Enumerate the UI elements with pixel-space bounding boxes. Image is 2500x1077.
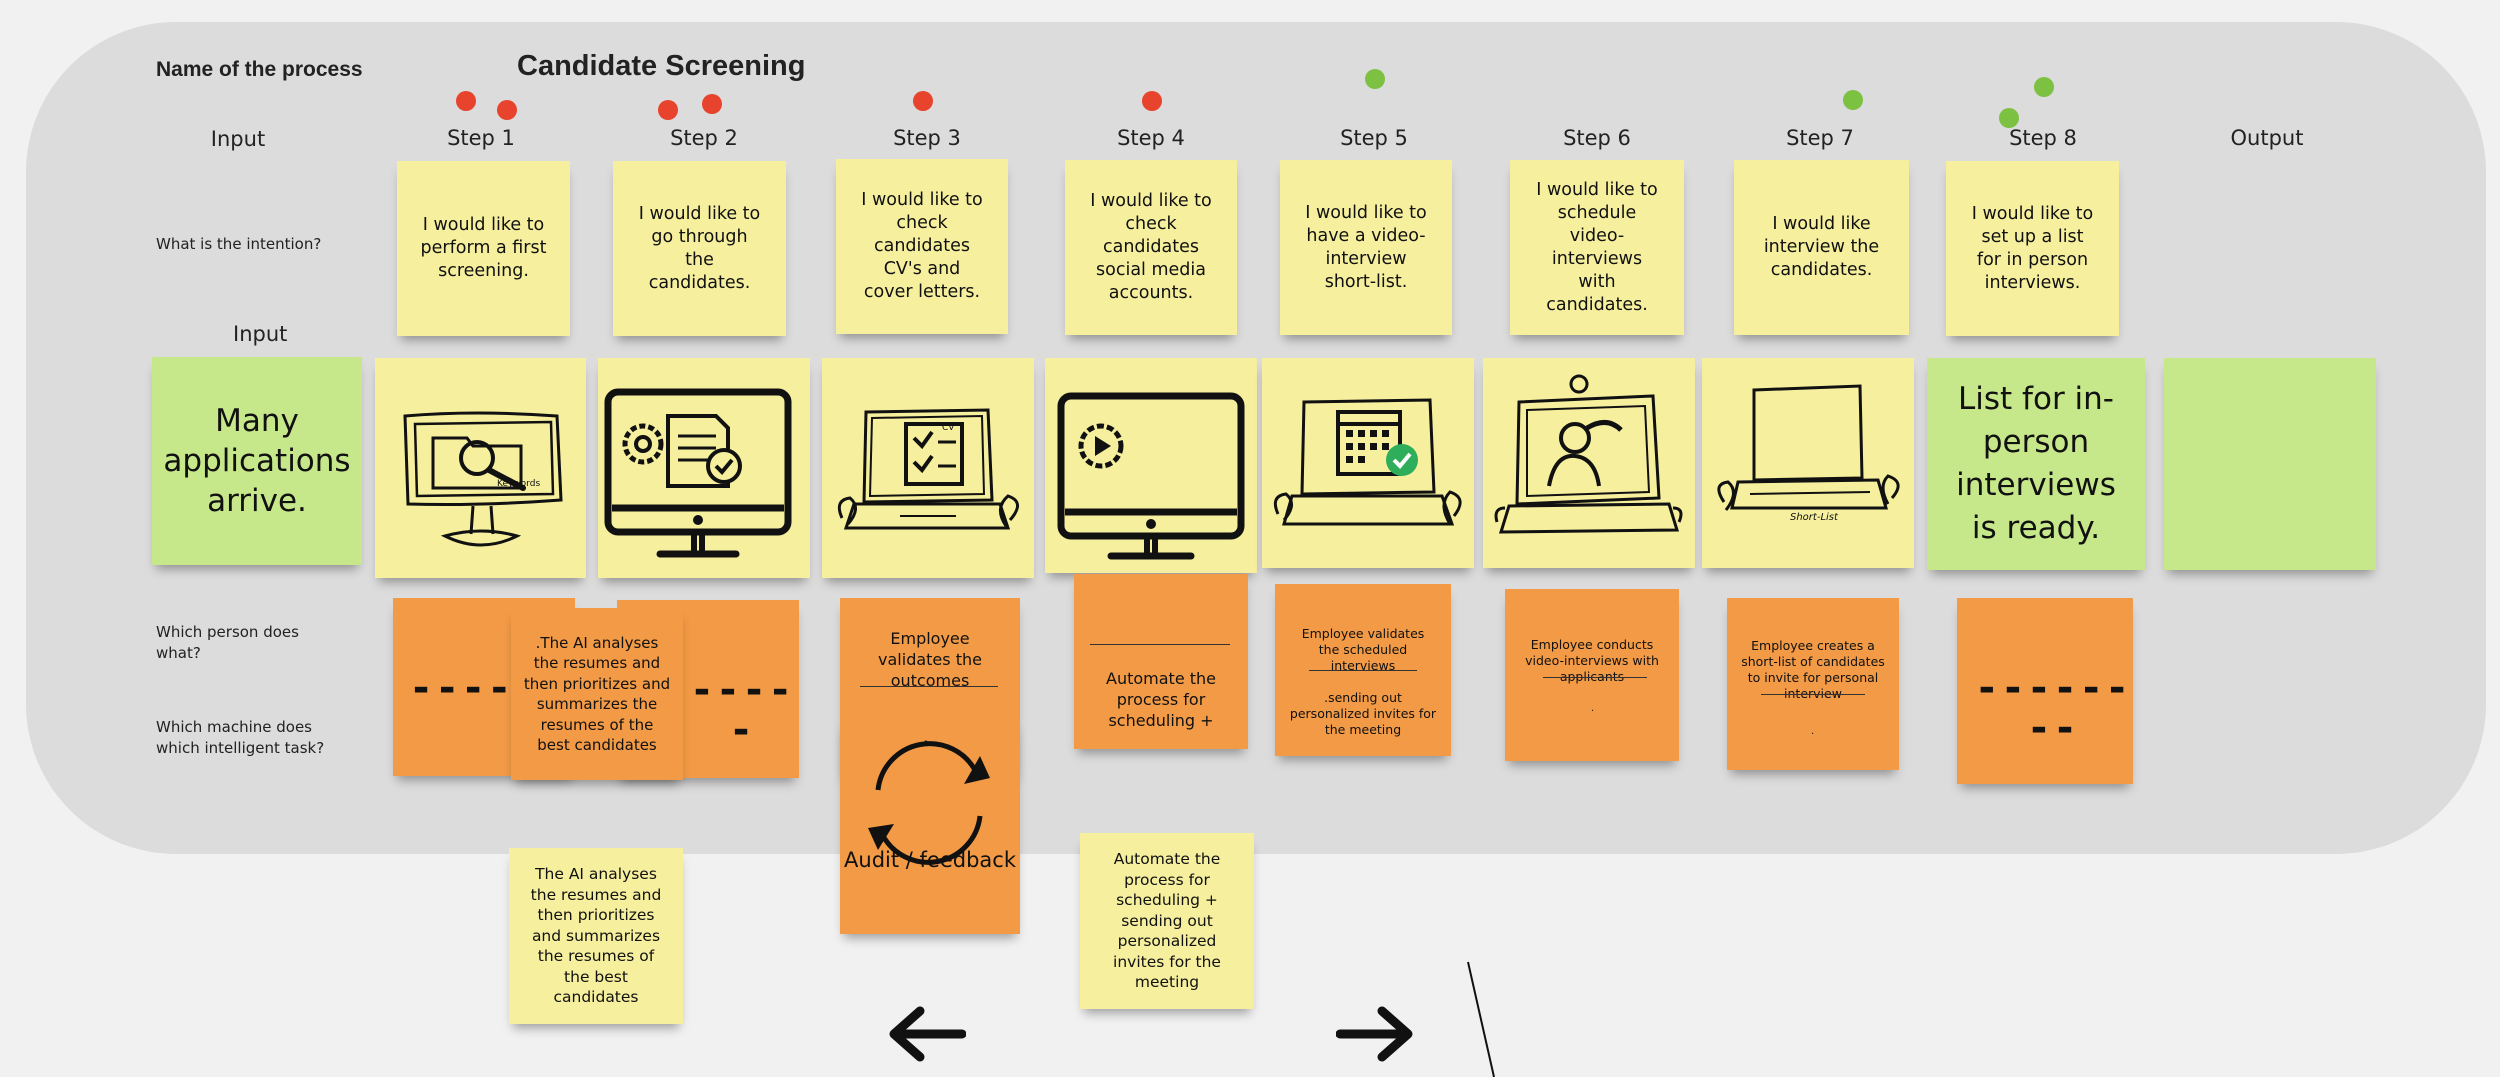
column-header-step-3: Step 3 — [893, 126, 961, 150]
task-note-step-8-dashes[interactable]: -------- — [1957, 598, 2133, 784]
column-header-step-4: Step 4 — [1117, 126, 1185, 150]
status-dot-green[interactable] — [2034, 77, 2054, 97]
intention-note-step-8[interactable]: I would like to set up a list for in per… — [1946, 161, 2119, 336]
status-dot-red[interactable] — [913, 91, 933, 111]
automate-note-below[interactable]: Automate the process for scheduling + se… — [1080, 833, 1254, 1009]
task-note-ai-analyse[interactable]: .The AI analyses the resumes and then pr… — [511, 608, 683, 780]
shortlist-text: Short-List — [1790, 512, 1839, 523]
status-dot-green[interactable] — [1843, 90, 1863, 110]
row-label-person: Which person does what? — [156, 623, 299, 662]
row-label-machine: Which machine does which intelligent tas… — [156, 718, 325, 757]
intention-note-step-2[interactable]: I would like to go through the candidate… — [613, 161, 786, 336]
column-header-step-1: Step 1 — [447, 126, 515, 150]
output-note[interactable] — [2164, 358, 2376, 570]
arrow-left-icon[interactable] — [886, 1003, 966, 1065]
input-note[interactable]: Many applications arrive. — [152, 357, 362, 565]
status-dot-green[interactable] — [1999, 108, 2019, 128]
sketch-note-step-4[interactable] — [1045, 358, 1257, 573]
arrow-right-icon[interactable] — [1336, 1003, 1416, 1065]
laptop-shortlist-sketch-icon: Short-List — [1717, 384, 1900, 523]
monitor-document-check-icon — [604, 388, 792, 558]
process-name-label: Name of the process — [156, 58, 363, 81]
sketch-note-step-5[interactable] — [1262, 358, 1474, 568]
ai-analyse-note-below[interactable]: The AI analyses the resumes and then pri… — [509, 848, 683, 1024]
monitor-video-icon — [1057, 392, 1245, 560]
sketch-note-step-2[interactable] — [598, 358, 810, 578]
column-header-step-7: Step 7 — [1786, 126, 1854, 150]
column-header-step-5: Step 5 — [1340, 126, 1408, 150]
column-header-step-6: Step 6 — [1563, 126, 1631, 150]
drawn-line — [1467, 961, 1495, 1077]
column-header-step-8: Step 8 — [2009, 126, 2077, 150]
sketch-note-step-6[interactable] — [1483, 358, 1695, 568]
row-label-input: Input — [233, 322, 288, 346]
task-note-step-6-conducts[interactable]: Employee conducts video-interviews with … — [1505, 589, 1679, 761]
intention-note-step-1[interactable]: I would like to perform a first screenin… — [397, 161, 570, 336]
intention-note-step-3[interactable]: I would like to check candidates CV's an… — [836, 159, 1008, 334]
laptop-video-call-sketch-icon — [1494, 374, 1683, 534]
column-header-step-2: Step 2 — [670, 126, 738, 150]
status-dot-red[interactable] — [456, 91, 476, 111]
intention-note-step-7[interactable]: I would like interview the candidates. — [1734, 160, 1909, 335]
cv-text: CV — [942, 423, 955, 433]
status-dot-red[interactable] — [702, 94, 722, 114]
intention-note-step-5[interactable]: I would like to have a video-interview s… — [1280, 160, 1452, 335]
task-note-step-7-creates[interactable]: Employee creates a short-list of candida… — [1727, 598, 1899, 770]
column-header-output: Output — [2230, 126, 2304, 150]
sketch-note-step-1[interactable]: Keywords — [375, 358, 586, 578]
intention-note-step-4[interactable]: I would like to check candidates social … — [1065, 160, 1237, 335]
column-header-input: Input — [210, 127, 266, 151]
status-dot-red[interactable] — [497, 100, 517, 120]
task-note-step-5-validate-interviews[interactable]: Employee validates the scheduled intervi… — [1275, 584, 1451, 756]
process-title[interactable]: Candidate Screening — [517, 50, 806, 82]
status-dot-red[interactable] — [1142, 91, 1162, 111]
step8-result-note[interactable]: List for in-person interviews is ready. — [1927, 358, 2145, 570]
monitor-search-sketch-icon: Keywords — [403, 411, 563, 547]
intention-note-step-6[interactable]: I would like to schedule video-interview… — [1510, 160, 1684, 335]
status-dot-green[interactable] — [1365, 69, 1385, 89]
status-dot-red[interactable] — [658, 100, 678, 120]
refresh-cycle-icon — [868, 740, 990, 865]
sketch-note-step-3[interactable]: CV — [822, 358, 1034, 578]
sketch-note-step-7[interactable]: Short-List — [1702, 358, 1914, 568]
laptop-checklist-sketch-icon: CV — [837, 408, 1019, 530]
task-note-step-4-automate[interactable]: Automate the process for scheduling + — [1074, 574, 1248, 749]
keywords-text: Keywords — [497, 479, 540, 489]
audit-feedback-note[interactable]: Audit / feedback — [840, 720, 1020, 934]
laptop-calendar-sketch-icon — [1273, 398, 1462, 526]
row-label-intention: What is the intention? — [156, 235, 322, 253]
